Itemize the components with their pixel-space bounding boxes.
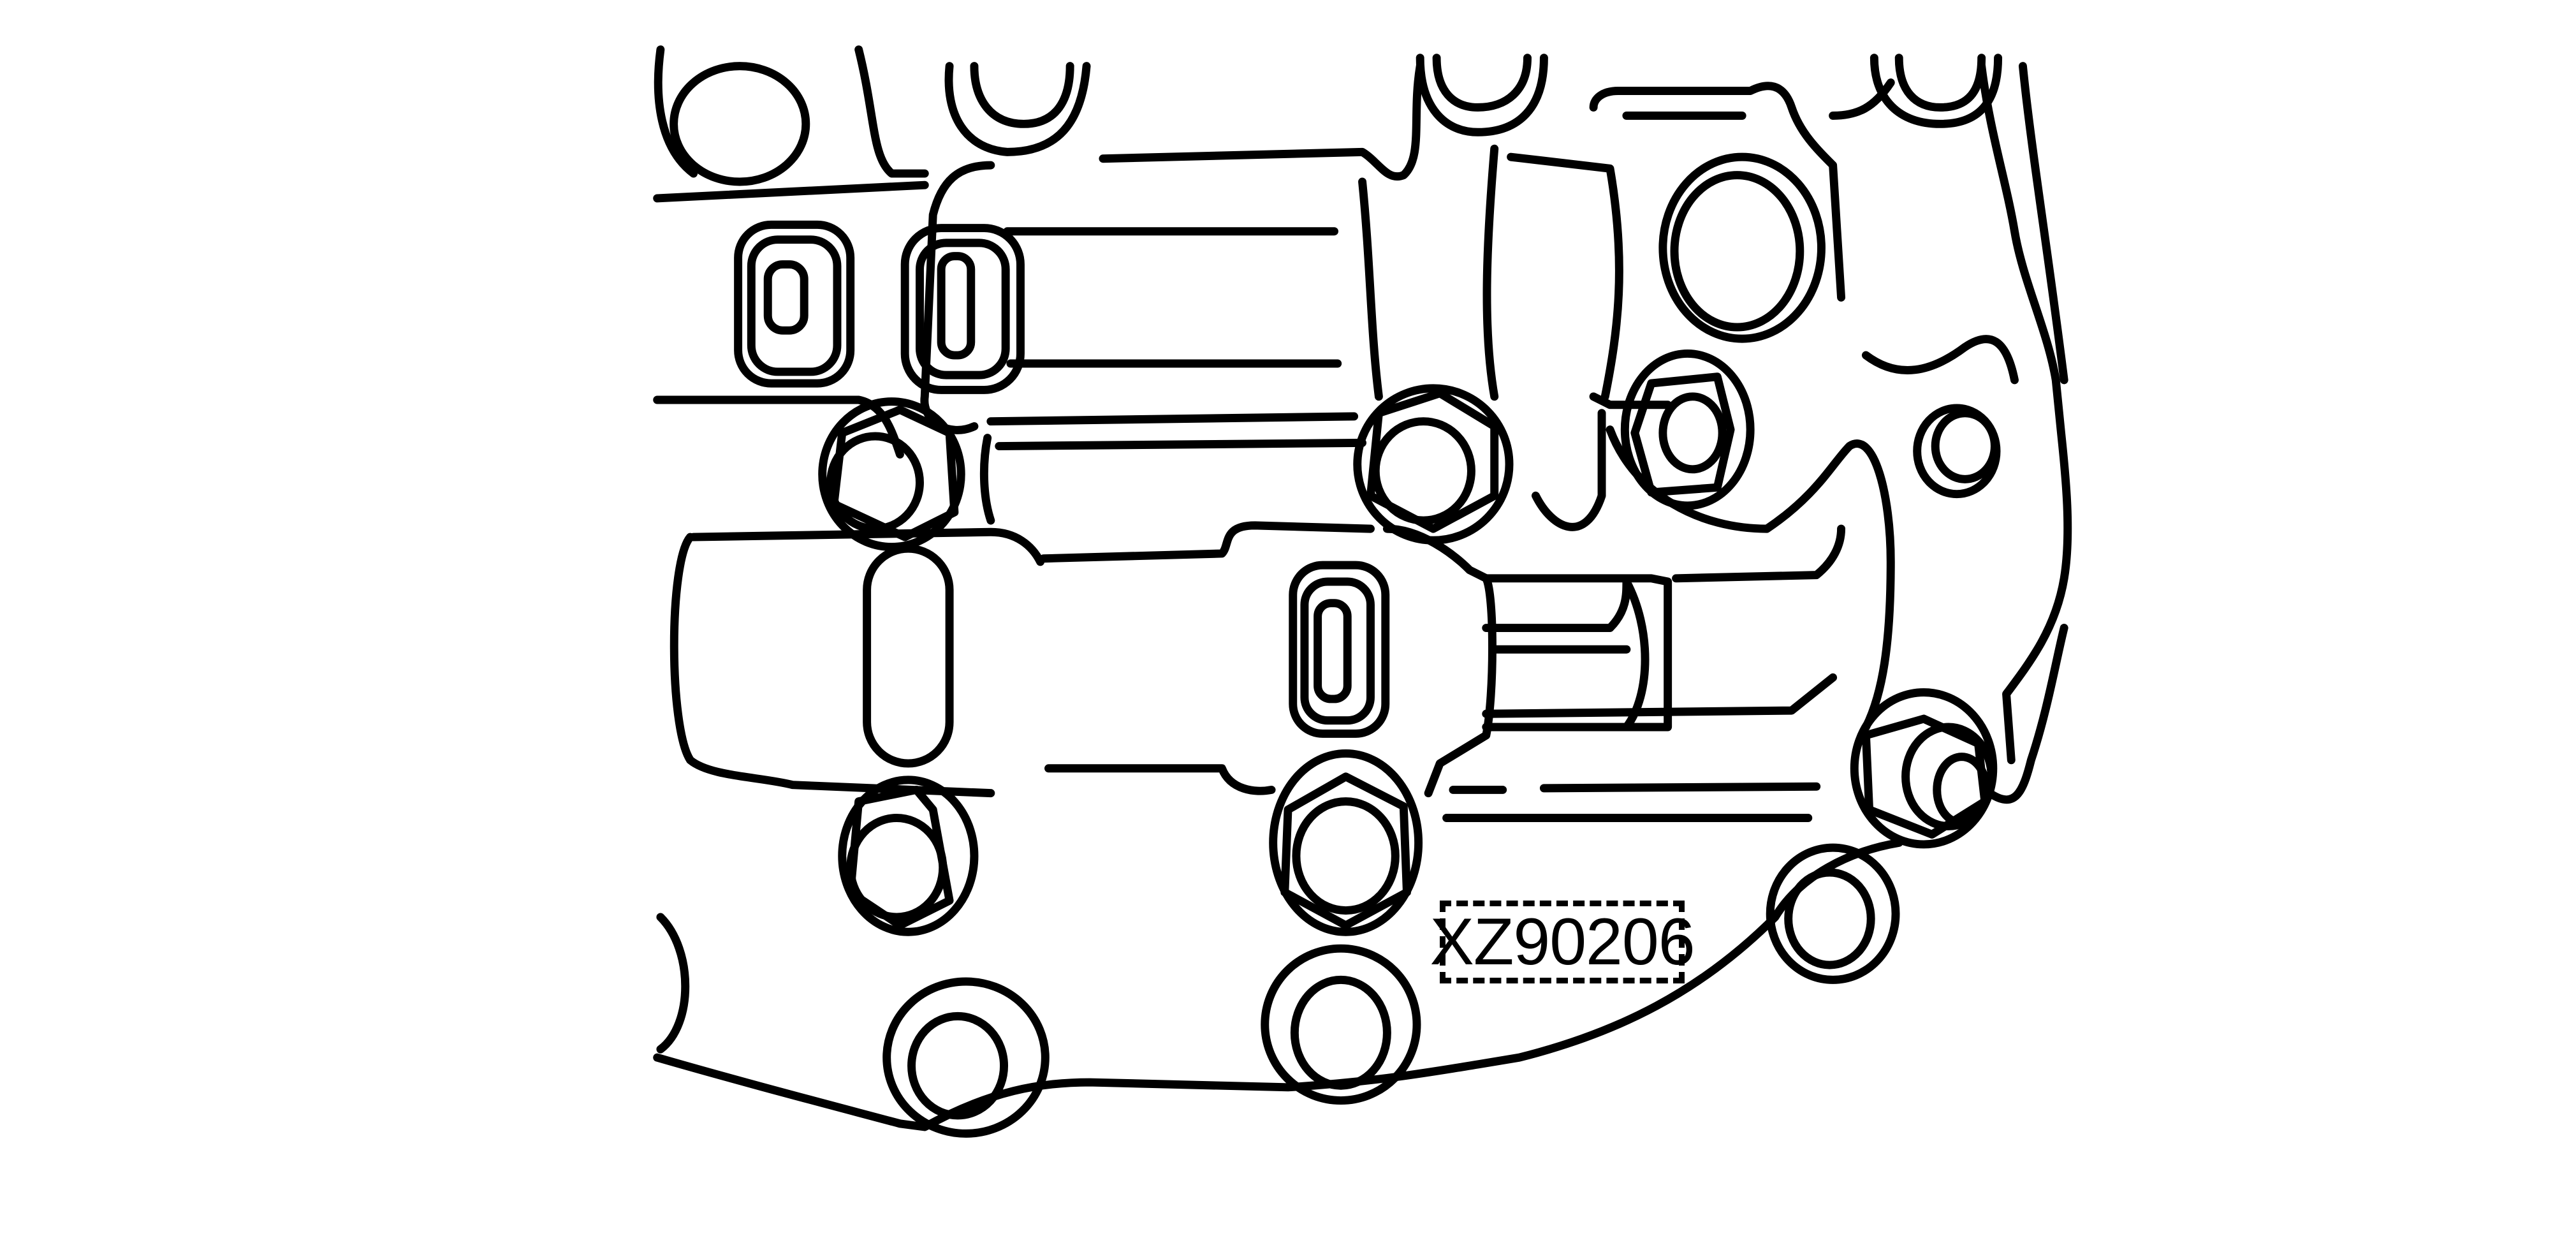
mounting-holes	[670, 62, 2001, 1138]
bolt-icon	[1620, 349, 1755, 510]
figure-label-text: XZ90206	[1430, 905, 1695, 979]
slot-ports	[734, 220, 1390, 768]
bolts	[818, 54, 2003, 936]
stud-bolt-icon	[1850, 688, 1998, 849]
figure-label: XZ90206	[1430, 901, 1695, 983]
bolt-icon	[1269, 749, 1423, 936]
housing-outline	[653, 45, 2072, 1131]
bolt-icon	[838, 776, 979, 936]
bolt-icon	[1353, 384, 1514, 545]
bolt-icon	[818, 397, 965, 552]
